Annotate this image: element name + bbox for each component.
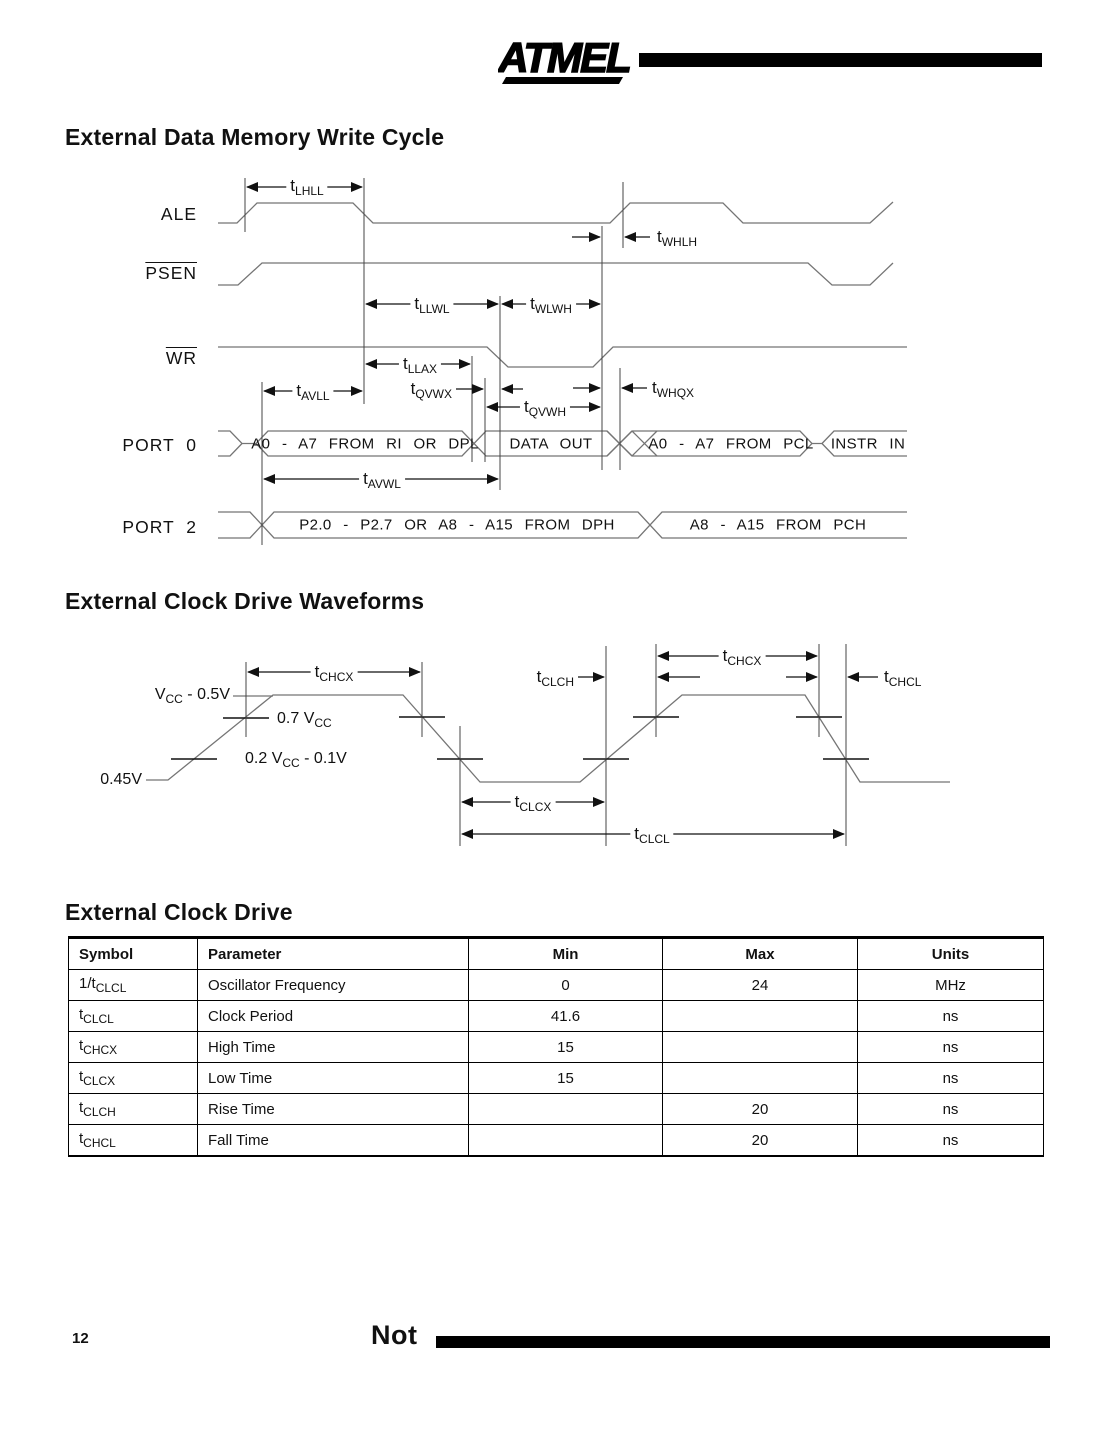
- wr-waveform: [218, 346, 907, 368]
- cell-units: ns: [857, 1124, 1044, 1157]
- timing-label-tqvwx: tQVWX: [410, 379, 452, 401]
- level-label-045v: 0.45V: [100, 771, 142, 788]
- cell-units: ns: [857, 1062, 1044, 1094]
- cell-min: 41.6: [468, 1000, 663, 1032]
- bus-segment-label: A0 - A7 FROM PCL: [648, 435, 814, 453]
- cell-symbol: tCHCL: [68, 1124, 198, 1157]
- clock-waveform: [146, 694, 950, 783]
- atmel-logo-text: ATMEL: [498, 34, 630, 81]
- timing-label-twlwh: tWLWH: [526, 294, 576, 316]
- cell-max: [662, 1062, 858, 1094]
- cell-min: [468, 1093, 663, 1125]
- table-header-row: Symbol Parameter Min Max Units: [68, 936, 1044, 970]
- footer-partial-text: Not: [371, 1320, 418, 1350]
- bus-segment-label: P2.0 - P2.7 OR A8 - A15 FROM DPH: [299, 516, 615, 534]
- table-row: tCHCX High Time 15 ns: [68, 1031, 1044, 1063]
- section-title-clock-waveforms: External Clock Drive Waveforms: [65, 588, 425, 614]
- timing-label-tclcx: tCLCX: [510, 792, 556, 814]
- ale-waveform: [218, 201, 894, 224]
- cell-symbol: tCLCL: [68, 1000, 198, 1032]
- cell-symbol: tCLCH: [68, 1093, 198, 1125]
- cell-symbol: 1/tCLCL: [68, 969, 198, 1001]
- port2-bus: [218, 511, 907, 539]
- signal-label-ale: ALE: [160, 204, 197, 224]
- timing-label-tlhll: tLHLL: [286, 176, 328, 198]
- table-row: tCLCL Clock Period 41.6 ns: [68, 1000, 1044, 1032]
- header-rule-bar: [639, 53, 1042, 67]
- write-cycle-reference-lines: [244, 178, 624, 545]
- col-header-max: Max: [662, 936, 858, 970]
- table-row: tCLCH Rise Time 20 ns: [68, 1093, 1044, 1125]
- cell-units: ns: [857, 1093, 1044, 1125]
- bus-segment-label: A0 - A7 FROM RI OR DPL: [251, 435, 479, 453]
- cell-parameter: Fall Time: [197, 1124, 469, 1157]
- timing-label-tchcl: tCHCL: [884, 667, 922, 689]
- cell-symbol: tCHCX: [68, 1031, 198, 1063]
- page-number: 12: [72, 1330, 89, 1347]
- level-label-vcc-minus: VCC - 0.5V: [154, 686, 230, 706]
- table-row: tCLCX Low Time 15 ns: [68, 1062, 1044, 1094]
- clock-reference-lines: [245, 644, 847, 846]
- cell-parameter: Oscillator Frequency: [197, 969, 469, 1001]
- atmel-logo: ATMEL: [498, 33, 633, 84]
- cell-parameter: Clock Period: [197, 1000, 469, 1032]
- level-label-07vcc: 0.7 VCC: [277, 710, 332, 730]
- timing-label-tavll: tAVLL: [292, 381, 334, 403]
- timing-label-tchcx-left: tCHCX: [310, 662, 358, 684]
- cell-min: 0: [468, 969, 663, 1001]
- signal-label-psen: PSEN: [145, 263, 197, 283]
- table-row: tCHCL Fall Time 20 ns: [68, 1124, 1044, 1157]
- bus-segment-label: A8 - A15 FROM PCH: [689, 516, 867, 534]
- signal-label-wr: WR: [165, 348, 197, 368]
- bus-segment-label: INSTR IN: [830, 435, 906, 453]
- timing-label-tavwl: tAVWL: [359, 469, 405, 491]
- timing-label-tqvwh: tQVWH: [519, 397, 571, 419]
- col-header-units: Units: [857, 936, 1044, 970]
- cell-max: 24: [662, 969, 858, 1001]
- atmel-logo-underline: [502, 77, 623, 84]
- cell-units: MHz: [857, 969, 1044, 1001]
- cell-min: 15: [468, 1031, 663, 1063]
- cell-max: [662, 1031, 858, 1063]
- cell-min: [468, 1124, 663, 1157]
- cell-parameter: Low Time: [197, 1062, 469, 1094]
- cell-max: 20: [662, 1093, 858, 1125]
- timing-label-tllax: tLLAX: [398, 354, 442, 376]
- cell-units: ns: [857, 1000, 1044, 1032]
- cell-symbol: tCLCX: [68, 1062, 198, 1094]
- write-cycle-diagram: [218, 178, 907, 545]
- cell-parameter: High Time: [197, 1031, 469, 1063]
- signal-label-port0: PORT 0: [122, 435, 197, 455]
- cell-min: 15: [468, 1062, 663, 1094]
- psen-waveform: [218, 262, 894, 286]
- timing-label-tclch: tCLCH: [536, 667, 574, 689]
- timing-label-tclcl: tCLCL: [630, 824, 674, 846]
- cell-max: [662, 1000, 858, 1032]
- table-row: 1/tCLCL Oscillator Frequency 0 24 MHz: [68, 969, 1044, 1001]
- cell-max: 20: [662, 1124, 858, 1157]
- level-label-02vcc: 0.2 VCC - 0.1V: [245, 750, 347, 770]
- bus-segment-label: DATA OUT: [509, 435, 593, 453]
- signal-label-port2: PORT 2: [122, 517, 197, 537]
- col-header-parameter: Parameter: [197, 936, 469, 970]
- timing-label-tchcx-right: tCHCX: [718, 646, 766, 668]
- section-title-clock-drive: External Clock Drive: [65, 899, 293, 925]
- cell-parameter: Rise Time: [197, 1093, 469, 1125]
- col-header-symbol: Symbol: [68, 936, 198, 970]
- footer-rule-bar: [436, 1336, 1050, 1348]
- timing-label-tllwl: tLLWL: [410, 294, 454, 316]
- section-title-write-cycle: External Data Memory Write Cycle: [65, 124, 445, 150]
- col-header-min: Min: [468, 936, 663, 970]
- timing-label-twhqx: tWHQX: [652, 378, 695, 400]
- timing-label-twhlh: tWHLH: [657, 227, 698, 249]
- cell-units: ns: [857, 1031, 1044, 1063]
- clock-drive-table: Symbol Parameter Min Max Units 1/tCLCL O…: [68, 936, 1044, 1157]
